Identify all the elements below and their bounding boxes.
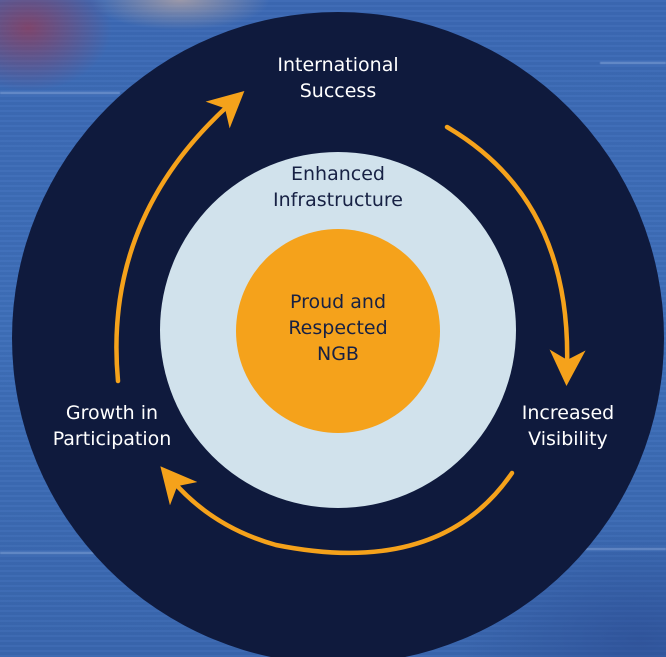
label-center-line3: NGB bbox=[317, 343, 359, 365]
label-proud-respected-ngb: Proud and Respected NGB bbox=[258, 289, 418, 367]
label-international-success-line1: International bbox=[277, 54, 399, 76]
track-line bbox=[0, 552, 150, 554]
track-line bbox=[0, 92, 120, 94]
label-increased-visibility: Increased Visibility bbox=[488, 400, 648, 452]
label-enhanced-infrastructure-line1: Enhanced bbox=[291, 163, 385, 185]
label-center-line1: Proud and bbox=[289, 291, 387, 313]
center-circle bbox=[236, 229, 440, 433]
label-enhanced-infrastructure: Enhanced Infrastructure bbox=[238, 161, 438, 213]
label-growth-line1: Growth in bbox=[65, 402, 159, 424]
track-line bbox=[600, 62, 666, 64]
arrow-visibility-to-participation bbox=[160, 466, 515, 556]
label-visibility-line1: Increased bbox=[521, 402, 615, 424]
label-enhanced-infrastructure-line2: Infrastructure bbox=[272, 189, 403, 211]
label-growth-in-participation: Growth in Participation bbox=[22, 400, 202, 452]
arrow-success-to-visibility bbox=[444, 124, 586, 386]
label-visibility-line2: Visibility bbox=[528, 428, 608, 450]
label-center-line2: Respected bbox=[288, 317, 388, 339]
label-growth-line2: Participation bbox=[52, 428, 172, 450]
label-international-success-line2: Success bbox=[299, 80, 377, 102]
track-line bbox=[560, 548, 666, 550]
arrow-participation-to-success bbox=[114, 90, 245, 384]
label-international-success: International Success bbox=[238, 52, 438, 104]
